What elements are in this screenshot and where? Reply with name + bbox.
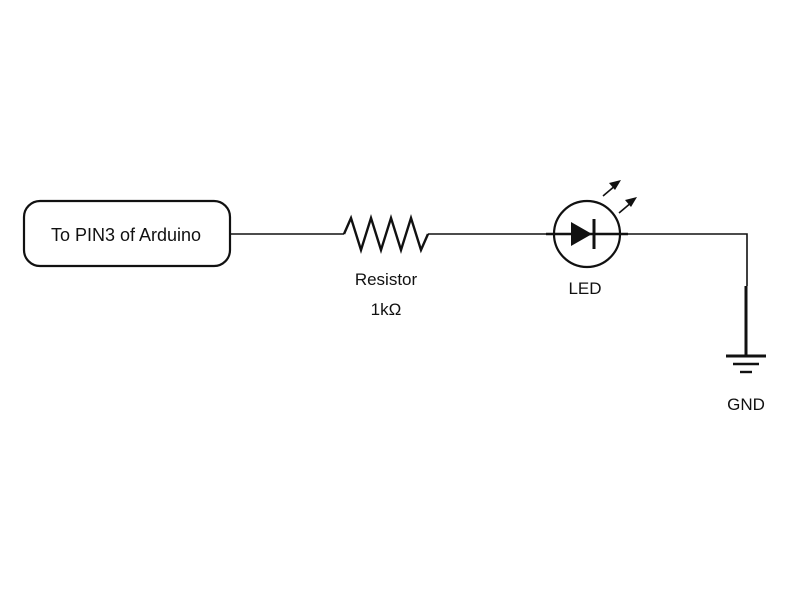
- resistor-value-label: 1kΩ: [371, 300, 402, 319]
- source-label: To PIN3 of Arduino: [51, 225, 201, 245]
- led-symbol-icon: [546, 199, 628, 269]
- wire-led-ground: [628, 233, 748, 286]
- resistor-symbol-icon: [342, 213, 430, 255]
- light-emission-arrows-icon: [602, 180, 637, 214]
- resistor-name-label: Resistor: [355, 270, 418, 289]
- led-label: LED: [568, 279, 601, 298]
- ground-symbol-icon: [726, 354, 766, 374]
- ground-label: GND: [727, 395, 765, 414]
